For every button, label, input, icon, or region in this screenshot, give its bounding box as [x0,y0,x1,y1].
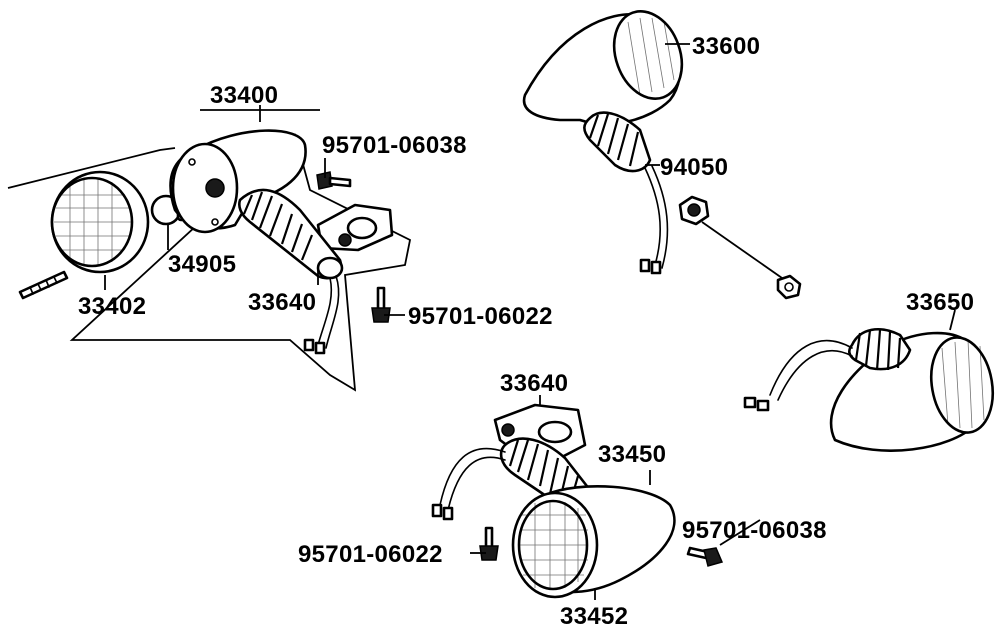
screw-bottom [686,546,724,567]
label-33600: 33600 [692,33,760,60]
screw-top-left [316,171,352,190]
label-33650: 33650 [906,289,974,316]
label-95701-06038-bottom: 95701-06038 [682,517,827,544]
label-33452: 33452 [560,603,628,630]
lens-screw [18,270,69,300]
label-33400: 33400 [210,82,278,109]
label-33450: 33450 [598,441,666,468]
label-95701-06038-top: 95701-06038 [322,132,467,159]
bolt-left [371,286,391,323]
label-34905: 34905 [168,251,236,278]
label-95701-06022-bottom: 95701-06022 [298,541,443,568]
label-94050: 94050 [660,154,728,181]
label-95701-06022-left: 95701-06022 [408,303,553,330]
leader-lines [104,43,956,600]
nut-94050 [678,195,802,300]
label-33640-bottom: 33640 [500,370,568,397]
stem-left [238,188,344,355]
housing-33400 [169,129,307,234]
bolt-bottom [479,526,499,561]
lens-33402 [50,170,150,274]
signal-33650 [743,327,994,452]
housing-33450 [511,485,676,599]
label-33402: 33402 [78,293,146,320]
bracket-left [316,203,394,252]
signal-33600 [522,10,684,275]
label-33640-left: 33640 [248,289,316,316]
